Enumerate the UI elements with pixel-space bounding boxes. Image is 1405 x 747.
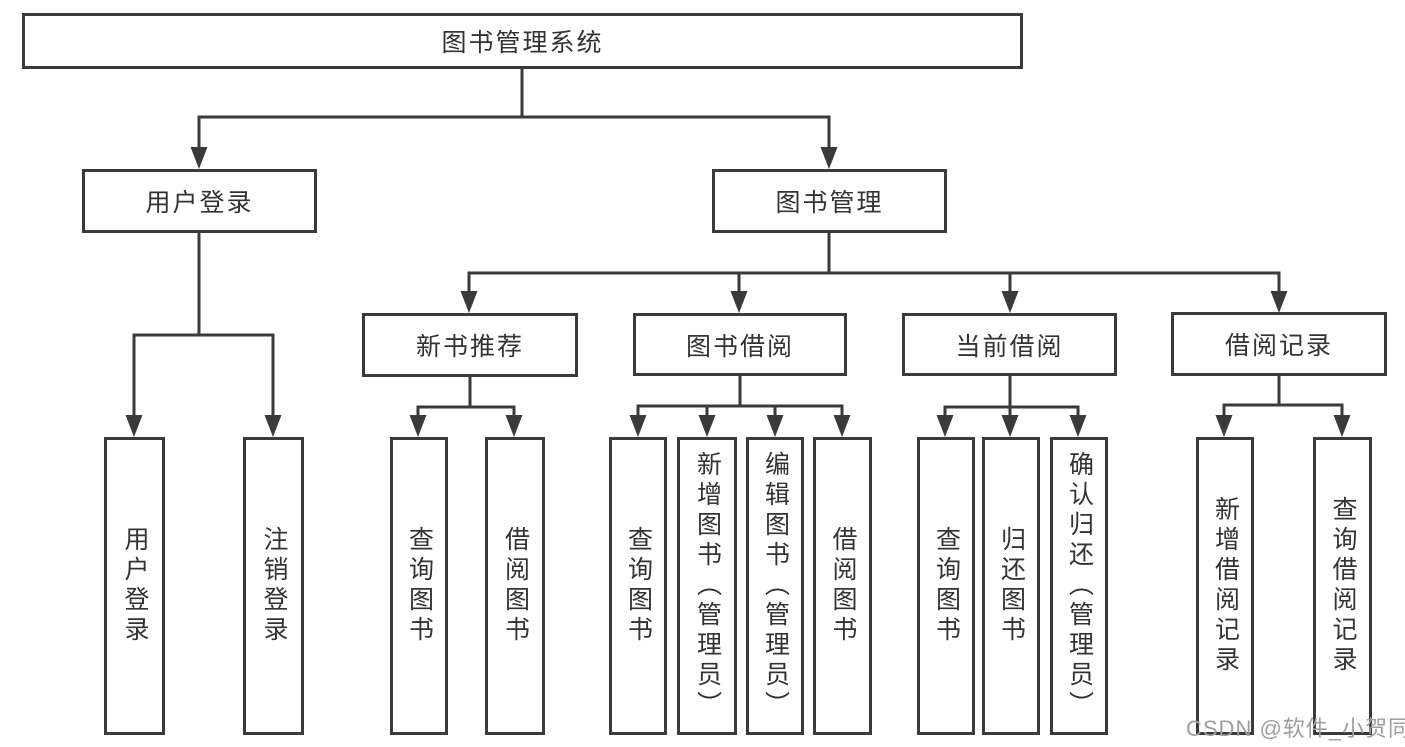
- node-label: 图书借阅: [685, 332, 794, 361]
- leaf-borrow-books: 借阅图书: [813, 437, 872, 735]
- arrowhead-icons: [125, 147, 1351, 437]
- arrow-down-icon: [698, 415, 716, 437]
- node-label: 查询借阅记录: [1329, 496, 1357, 676]
- arrow-down-icon: [125, 415, 143, 437]
- leaf-query-borrow-record: 查询借阅记录: [1313, 437, 1372, 735]
- arrow-down-icon: [1270, 291, 1288, 313]
- leaf-query-books-recommend: 查询图书: [390, 437, 448, 735]
- node-user-login-branch: 用户登录: [82, 169, 317, 233]
- node-label: 用户登录: [145, 189, 254, 217]
- node-book-borrow: 图书借阅: [633, 313, 847, 376]
- node-label: 查询图书: [405, 526, 434, 646]
- connector-lines: [132, 69, 1344, 431]
- node-root-system: 图书管理系统: [22, 13, 1023, 69]
- node-label: 图书管理: [775, 189, 884, 217]
- node-label: 新增图书（管理员）: [693, 451, 722, 721]
- leaf-add-borrow-record: 新增借阅记录: [1196, 437, 1254, 735]
- node-current-borrow: 当前借阅: [902, 313, 1117, 376]
- leaf-query-books-borrow: 查询图书: [609, 437, 667, 735]
- node-new-book-recommend: 新书推荐: [362, 313, 578, 377]
- arrow-down-icon: [1333, 415, 1351, 437]
- leaf-logout: 注销登录: [243, 437, 304, 735]
- node-label: 编辑图书（管理员）: [761, 451, 790, 721]
- arrow-down-icon: [820, 147, 838, 169]
- node-label: 借阅图书: [829, 526, 857, 646]
- arrow-down-icon: [460, 291, 478, 313]
- node-label: 查询图书: [932, 526, 961, 646]
- node-label: 确认归还（管理员）: [1065, 451, 1094, 721]
- arrow-down-icon: [730, 291, 748, 313]
- node-label: 借阅图书: [501, 526, 530, 646]
- arrow-down-icon: [409, 415, 427, 437]
- leaf-return-books: 归还图书: [982, 437, 1040, 735]
- arrow-down-icon: [629, 415, 647, 437]
- node-label: 当前借阅: [955, 332, 1064, 361]
- leaf-confirm-return-admin: 确认归还（管理员）: [1050, 437, 1108, 735]
- leaf-add-books-admin: 新增图书（管理员）: [677, 437, 737, 735]
- node-book-management-branch: 图书管理: [712, 169, 947, 233]
- arrow-down-icon: [833, 415, 851, 437]
- csdn-watermark: CSDN @软件_小贺同学: [1186, 716, 1405, 741]
- arrow-down-icon: [264, 415, 282, 437]
- arrow-down-icon: [1001, 415, 1019, 437]
- node-label: 注销登录: [260, 526, 288, 646]
- node-label: 用户登录: [121, 526, 149, 646]
- arrow-down-icon: [1215, 415, 1233, 437]
- node-label: 借阅记录: [1224, 332, 1333, 360]
- arrow-down-icon: [190, 147, 208, 169]
- leaf-edit-books-admin: 编辑图书（管理员）: [746, 437, 804, 735]
- arrow-down-icon: [766, 415, 784, 437]
- arrow-down-icon: [1069, 415, 1087, 437]
- arrow-down-icon: [505, 415, 523, 437]
- arrow-down-icon: [936, 415, 954, 437]
- arrow-down-icon: [1001, 291, 1019, 313]
- node-label: 查询图书: [624, 526, 653, 646]
- leaf-borrow-books-recommend: 借阅图书: [485, 437, 545, 735]
- leaf-query-books-current: 查询图书: [917, 437, 975, 735]
- node-label: 新增借阅记录: [1211, 496, 1240, 676]
- leaf-user-login: 用户登录: [104, 437, 165, 735]
- node-label: 图书管理系统: [441, 29, 604, 57]
- node-borrow-record: 借阅记录: [1171, 312, 1387, 376]
- node-label: 归还图书: [997, 526, 1026, 646]
- node-label: 新书推荐: [415, 333, 524, 361]
